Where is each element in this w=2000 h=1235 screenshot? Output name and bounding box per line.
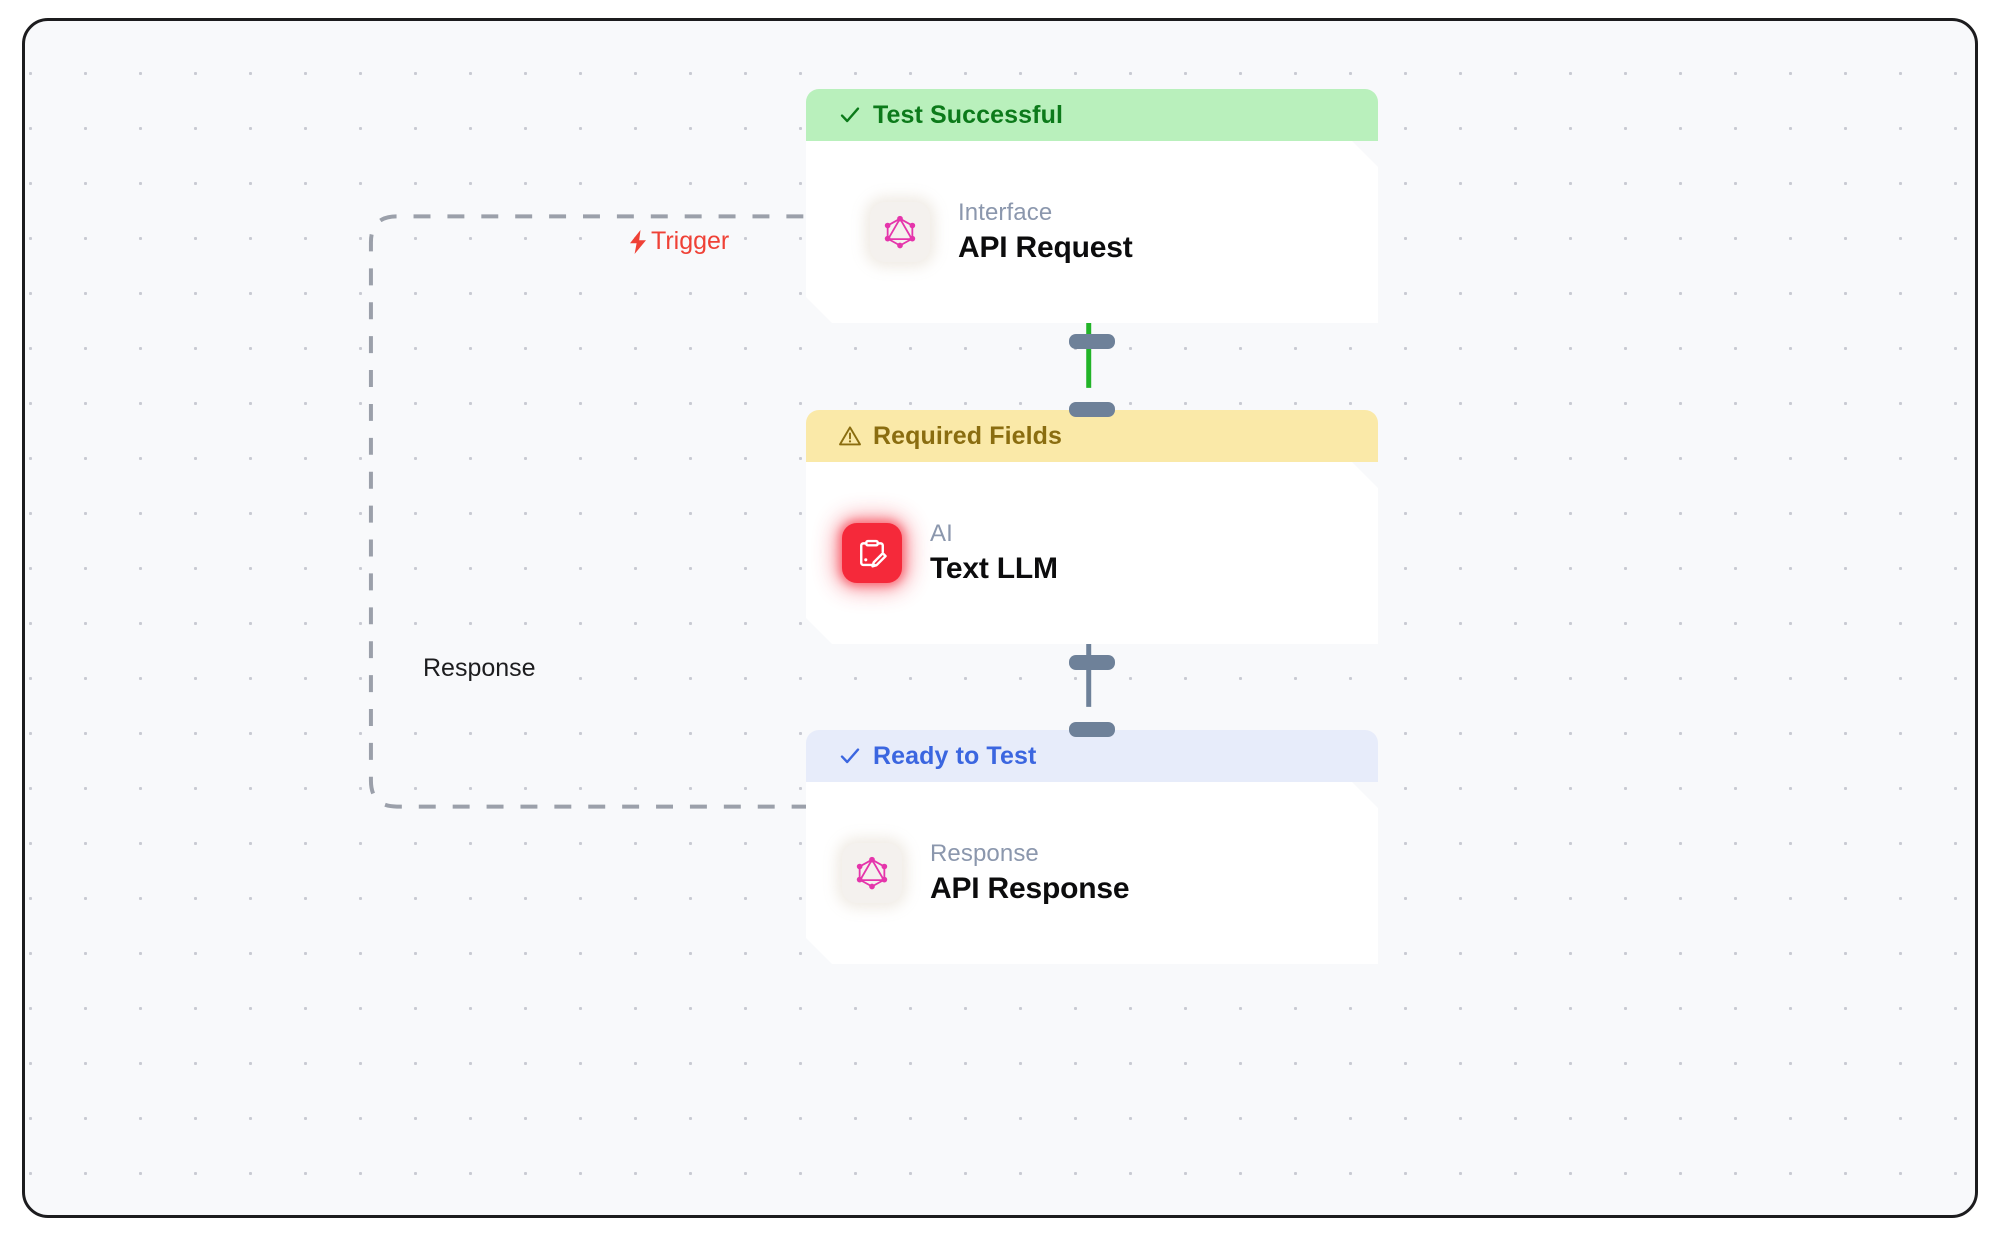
status-badge-label: Required Fields — [873, 421, 1063, 450]
check-icon — [838, 103, 862, 127]
node-card-api-request[interactable]: Interface API Request — [806, 141, 1378, 323]
node-text-text-llm: AI Text LLM — [930, 520, 1058, 586]
graphql-icon — [842, 843, 902, 903]
status-badge-label: Ready to Test — [873, 741, 1037, 770]
node-api-response[interactable]: Ready to Test — [806, 722, 1378, 964]
node-text-api-request: Interface API Request — [958, 199, 1133, 265]
workflow-canvas[interactable]: Trigger Response Test Successful — [22, 18, 1978, 1218]
node-subtitle: AI — [930, 519, 953, 547]
node-title: Text LLM — [930, 551, 1058, 585]
status-badge-test-successful: Test Successful — [806, 89, 1378, 141]
node-text-api-response: Response API Response — [930, 840, 1129, 906]
node-handle-source-text-llm[interactable] — [1069, 655, 1115, 670]
node-title: API Request — [958, 230, 1133, 264]
node-handle-target-api-response[interactable] — [1069, 722, 1115, 737]
edge-label-trigger-text: Trigger — [651, 227, 730, 255]
status-badge-ready-to-test: Ready to Test — [806, 730, 1378, 782]
node-card-text-llm[interactable]: AI Text LLM — [806, 462, 1378, 644]
node-handle-source-api-request[interactable] — [1069, 334, 1115, 349]
node-api-request[interactable]: Test Successful — [806, 89, 1378, 349]
node-title: API Response — [930, 871, 1130, 905]
node-card-api-response[interactable]: Response API Response — [806, 782, 1378, 964]
graphql-icon — [870, 202, 930, 262]
node-handle-target-text-llm[interactable] — [1069, 402, 1115, 417]
status-badge-required-fields: Required Fields — [806, 410, 1378, 462]
warning-triangle-icon — [838, 424, 862, 448]
check-icon — [838, 744, 862, 768]
edge-label-response: Response — [413, 652, 546, 685]
node-subtitle: Response — [930, 839, 1039, 867]
edge-label-trigger: Trigger — [627, 227, 729, 256]
node-subtitle: Interface — [958, 198, 1053, 226]
node-text-llm[interactable]: Required Fields AI Text LLM — [806, 402, 1378, 670]
edge-response-to-request[interactable] — [368, 214, 809, 809]
status-badge-label: Test Successful — [873, 100, 1064, 129]
clipboard-edit-icon — [842, 523, 902, 583]
lightning-bolt-icon — [627, 229, 649, 255]
